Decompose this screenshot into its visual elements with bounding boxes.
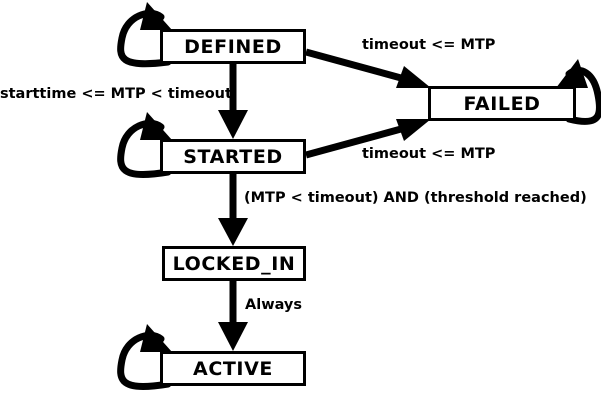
state-node-started-label: STARTED [183,145,283,168]
edge-defined-self-loop [117,2,172,68]
edge-label-locked-in-to-active: Always [245,297,303,313]
edge-defined-to-failed [305,48,431,88]
edge-label-defined-to-started: starttime <= MTP < timeout [0,86,232,102]
edge-label-defined-to-failed: timeout <= MTP [362,37,496,53]
state-node-failed[interactable]: FAILED [428,86,576,121]
edge-defined-to-started [218,64,248,139]
edge-label-started-to-failed: timeout <= MTP [362,146,496,162]
state-node-locked-in-label: LOCKED_IN [172,252,296,275]
state-node-defined-label: DEFINED [184,35,282,58]
state-node-locked-in[interactable]: LOCKED_IN [162,246,306,281]
state-node-active-label: ACTIVE [193,357,273,380]
edge-active-self-loop [117,324,172,390]
edge-started-to-locked-in [218,174,248,246]
edge-locked-in-to-active [218,281,248,351]
edge-started-to-failed [305,119,431,159]
state-node-defined[interactable]: DEFINED [160,29,306,64]
state-node-started[interactable]: STARTED [160,139,306,174]
edge-label-started-to-locked-in: (MTP < timeout) AND (threshold reached) [244,190,587,206]
edge-started-self-loop [117,112,172,178]
state-node-failed-label: FAILED [463,92,541,115]
state-node-active[interactable]: ACTIVE [160,351,306,386]
edge-failed-self-loop [556,59,601,125]
